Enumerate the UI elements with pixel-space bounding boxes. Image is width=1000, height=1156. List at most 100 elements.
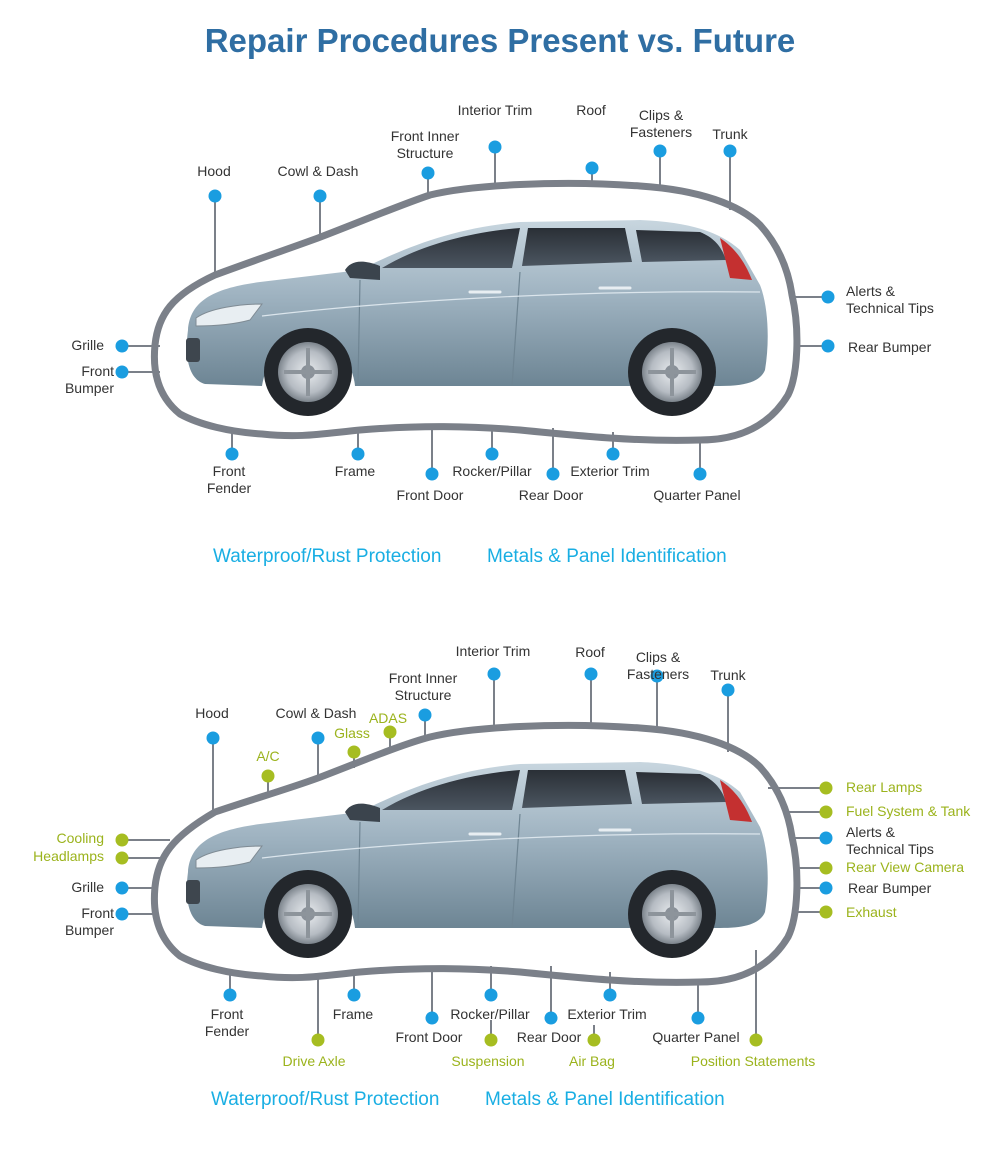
- part-label[interactable]: Rear View Camera: [846, 859, 965, 875]
- part-label[interactable]: Frame: [332, 1006, 374, 1022]
- part-label[interactable]: Cooling: [56, 830, 104, 846]
- part-label[interactable]: Hood: [197, 163, 231, 179]
- callout-dot: [311, 731, 325, 745]
- part-label[interactable]: Front Door: [395, 1029, 463, 1045]
- callout-dot: [485, 447, 499, 461]
- part-label[interactable]: Drive Axle: [282, 1053, 346, 1069]
- future-panel: [115, 667, 833, 1047]
- callout-dot: [421, 166, 435, 180]
- callout-dot: [115, 907, 129, 921]
- callout-dot: [819, 781, 833, 795]
- part-label[interactable]: Quarter Panel: [653, 487, 741, 503]
- part-label[interactable]: Cowl & Dash: [275, 705, 357, 721]
- callout-dot: [723, 144, 737, 158]
- callout-dot: [488, 140, 502, 154]
- callout-dot: [819, 805, 833, 819]
- part-label[interactable]: Grille: [71, 879, 104, 895]
- present-panel: [115, 140, 835, 481]
- metals-panel-link[interactable]: Metals & Panel Identification: [485, 1089, 725, 1110]
- part-label[interactable]: Grille: [71, 337, 104, 353]
- car-image: [184, 218, 770, 418]
- page-title: Repair Procedures Present vs. Future: [204, 22, 796, 59]
- callout-dot: [208, 189, 222, 203]
- callout-dot: [653, 144, 667, 158]
- callout-dot: [347, 988, 361, 1002]
- callout-dot: [484, 1033, 498, 1047]
- callout-dot: [819, 905, 833, 919]
- part-label[interactable]: Clips &Fasteners: [629, 107, 693, 140]
- part-label[interactable]: Hood: [195, 705, 229, 721]
- part-label[interactable]: Clips &Fasteners: [626, 649, 690, 682]
- callout-dot: [225, 447, 239, 461]
- callout-dot: [115, 833, 129, 847]
- part-label[interactable]: Exterior Trim: [567, 1006, 647, 1022]
- part-label[interactable]: Position Statements: [690, 1053, 816, 1069]
- part-label[interactable]: Alerts &Technical Tips: [846, 824, 934, 857]
- callout-dot: [585, 161, 599, 175]
- callout-dot: [487, 667, 501, 681]
- callout-dot: [691, 1011, 705, 1025]
- part-label[interactable]: Headlamps: [33, 848, 104, 864]
- callout-dot: [819, 861, 833, 875]
- callout-dot: [544, 1011, 558, 1025]
- callout-dot: [351, 447, 365, 461]
- part-label[interactable]: Roof: [576, 102, 606, 118]
- waterproof-rust-link[interactable]: Waterproof/Rust Protection: [213, 546, 442, 567]
- callout-dot: [484, 988, 498, 1002]
- callout-dot: [418, 708, 432, 722]
- part-label[interactable]: Glass: [334, 725, 370, 741]
- part-label[interactable]: Fuel System & Tank: [846, 803, 971, 819]
- callout-dot: [425, 1011, 439, 1025]
- callout-dot: [606, 447, 620, 461]
- part-label[interactable]: Air Bag: [569, 1053, 615, 1069]
- car-outline: [150, 179, 801, 444]
- part-label[interactable]: Rear Bumper: [848, 880, 932, 896]
- callout-dot: [587, 1033, 601, 1047]
- callout-dot: [223, 988, 237, 1002]
- part-label[interactable]: Cowl & Dash: [277, 163, 359, 179]
- part-label[interactable]: Exterior Trim: [570, 463, 650, 479]
- callout-dot: [821, 290, 835, 304]
- part-label[interactable]: ADAS: [368, 710, 408, 726]
- callout-dot: [115, 339, 129, 353]
- callout-dot: [650, 669, 664, 683]
- part-label[interactable]: Quarter Panel: [652, 1029, 740, 1045]
- callout-dot: [261, 769, 275, 783]
- callout-dot: [115, 365, 129, 379]
- callout-dot: [603, 988, 617, 1002]
- metals-panel-link[interactable]: Metals & Panel Identification: [487, 546, 727, 567]
- part-label[interactable]: Rear Door: [518, 487, 584, 503]
- part-label[interactable]: Alerts &Technical Tips: [846, 283, 934, 316]
- part-label[interactable]: Roof: [575, 644, 605, 660]
- part-label[interactable]: A/C: [256, 748, 280, 764]
- callout-dot: [115, 851, 129, 865]
- callout-dot: [206, 731, 220, 745]
- callout-dot: [584, 667, 598, 681]
- callout-dot: [383, 725, 397, 739]
- part-label[interactable]: Rocker/Pillar: [452, 463, 532, 479]
- part-label[interactable]: Suspension: [451, 1053, 525, 1069]
- callout-dot: [721, 683, 735, 697]
- part-label[interactable]: Rear Lamps: [846, 779, 923, 795]
- part-label[interactable]: Trunk: [710, 667, 746, 683]
- part-label[interactable]: Exhaust: [846, 904, 897, 920]
- callout-dot: [819, 881, 833, 895]
- waterproof-rust-link[interactable]: Waterproof/Rust Protection: [211, 1089, 440, 1110]
- part-label[interactable]: Interior Trim: [457, 102, 533, 118]
- part-label[interactable]: Interior Trim: [455, 643, 531, 659]
- callout-dot: [819, 831, 833, 845]
- part-label[interactable]: Rear Bumper: [848, 339, 932, 355]
- part-label[interactable]: Front Door: [396, 487, 464, 503]
- part-label[interactable]: Rocker/Pillar: [450, 1006, 530, 1022]
- part-label[interactable]: Frame: [334, 463, 376, 479]
- callout-dot: [115, 881, 129, 895]
- part-label[interactable]: Trunk: [712, 126, 748, 142]
- part-label[interactable]: Rear Door: [516, 1029, 582, 1045]
- callout-dot: [311, 1033, 325, 1047]
